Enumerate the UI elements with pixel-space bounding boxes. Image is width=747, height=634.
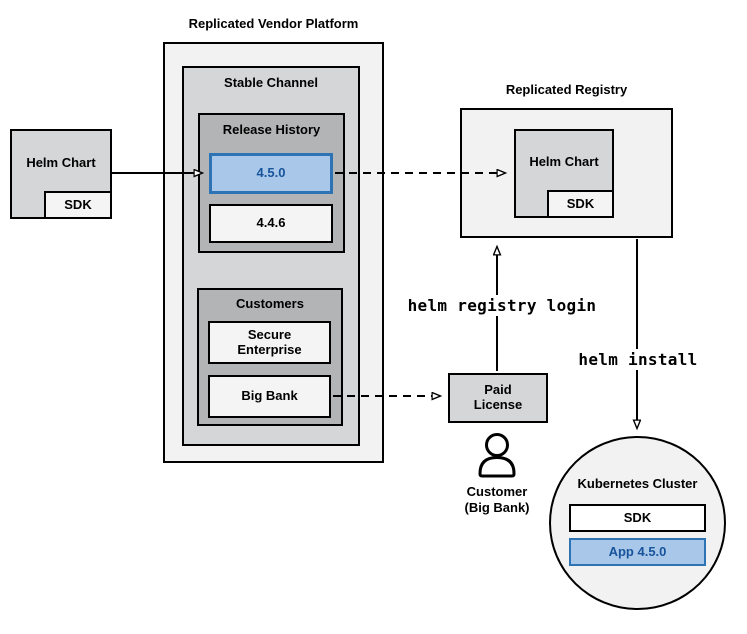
helm-registry-login-label: helm registry login (400, 295, 604, 316)
customers-title: Customers (236, 296, 304, 311)
kubernetes-cluster-title: Kubernetes Cluster (577, 476, 698, 491)
vendor-platform-title: Replicated Vendor Platform (188, 16, 359, 31)
paid-license-box: Paid License (448, 373, 548, 423)
cluster-sdk-box: SDK (569, 504, 706, 532)
release-history-title: Release History (222, 122, 321, 137)
customer-big-bank: Big Bank (208, 375, 331, 418)
source-sdk-box: SDK (44, 191, 112, 219)
person-icon (478, 433, 516, 478)
registry-sdk-box: SDK (547, 190, 614, 218)
customer-secure-enterprise: Secure Enterprise (208, 321, 331, 364)
customer-label: Customer (Big Bank) (464, 484, 530, 516)
helm-install-label: helm install (563, 349, 713, 370)
release-version-446: 4.4.6 (209, 204, 333, 243)
cluster-app-box: App 4.5.0 (569, 538, 706, 566)
registry-title: Replicated Registry (505, 82, 628, 97)
release-version-450: 4.5.0 (209, 153, 333, 194)
stable-channel-title: Stable Channel (224, 75, 318, 90)
